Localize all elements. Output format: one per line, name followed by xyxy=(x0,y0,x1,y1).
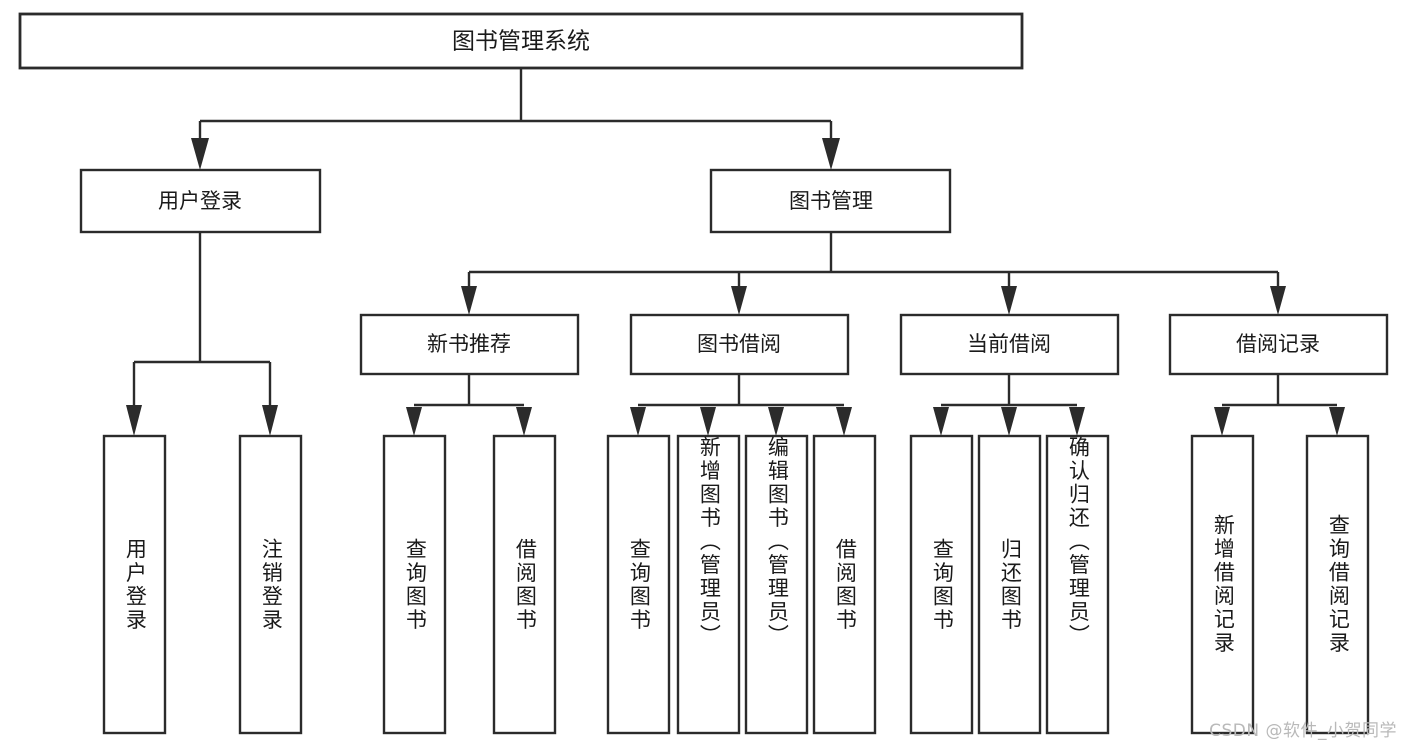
leaf-query-record-box[interactable] xyxy=(1305,434,1370,735)
leaf-confirm-return-box[interactable] xyxy=(1045,434,1110,735)
leaf-add-book-box[interactable] xyxy=(676,434,741,735)
node-borrow-record-box[interactable] xyxy=(1168,313,1389,376)
arrow-head-leaf-query-book-1 xyxy=(406,407,422,436)
leaf-edit-book-box[interactable] xyxy=(744,434,809,735)
arrow-head-leaf-add-record xyxy=(1214,407,1230,436)
arrow-head-current-borrow xyxy=(1001,286,1017,315)
arrow-head-leaf-confirm-return xyxy=(1069,407,1085,436)
leaf-box-group xyxy=(102,434,1370,735)
leaf-logout-login-box[interactable] xyxy=(238,434,303,735)
node-new-book-recommend[interactable]: 新书推荐 xyxy=(359,313,580,376)
node-user-login-label: 用户登录 xyxy=(158,189,242,213)
node-book-borrow-box[interactable] xyxy=(629,313,850,376)
node-root-label: 图书管理系统 xyxy=(452,29,590,55)
connector-group xyxy=(126,68,1345,436)
node-root[interactable]: 图书管理系统 xyxy=(18,12,1024,70)
node-book-manage-box[interactable] xyxy=(709,168,952,234)
node-new-book-recommend-label: 新书推荐 xyxy=(427,332,511,356)
node-borrow-record-label: 借阅记录 xyxy=(1236,332,1320,356)
node-new-book-recommend-box[interactable] xyxy=(359,313,580,376)
arrow-head-new-book-recommend xyxy=(461,286,477,315)
arrow-head-borrow-record xyxy=(1270,286,1286,315)
arrow-head-leaf-borrow-book-2 xyxy=(836,407,852,436)
leaf-query-book-3-box[interactable] xyxy=(909,434,974,735)
arrow-head-leaf-user-login xyxy=(126,405,142,436)
node-current-borrow[interactable]: 当前借阅 xyxy=(899,313,1120,376)
arrow-head-leaf-add-book xyxy=(700,407,716,436)
node-current-borrow-box[interactable] xyxy=(899,313,1120,376)
arrow-head-leaf-return-book xyxy=(1001,407,1017,436)
arrow-head-leaf-query-record xyxy=(1329,407,1345,436)
node-user-login-box[interactable] xyxy=(79,168,322,234)
node-book-borrow[interactable]: 图书借阅 xyxy=(629,313,850,376)
leaf-return-book-box[interactable] xyxy=(977,434,1042,735)
node-book-manage-label: 图书管理 xyxy=(789,189,873,213)
node-borrow-record[interactable]: 借阅记录 xyxy=(1168,313,1389,376)
arrow-head-leaf-query-book-3 xyxy=(933,407,949,436)
leaf-query-book-1-box[interactable] xyxy=(382,434,447,735)
node-current-borrow-label: 当前借阅 xyxy=(967,332,1051,356)
arrow-head-leaf-edit-book xyxy=(768,407,784,436)
watermark-text: CSDN @软件_小贺同学 xyxy=(1209,721,1397,741)
arrow-head-leaf-borrow-book-1 xyxy=(516,407,532,436)
node-root-box[interactable] xyxy=(18,12,1024,70)
leaf-borrow-book-2-box[interactable] xyxy=(812,434,877,735)
arrow-head-leaf-logout-login xyxy=(262,405,278,436)
leaf-user-login-box[interactable] xyxy=(102,434,167,735)
leaf-borrow-book-1-box[interactable] xyxy=(492,434,557,735)
leaf-add-record-box[interactable] xyxy=(1190,434,1255,735)
arrow-head-book-manage xyxy=(822,138,840,170)
arrow-head-user-login xyxy=(191,138,209,170)
arrow-head-book-borrow xyxy=(731,286,747,315)
leaf-query-book-2-box[interactable] xyxy=(606,434,671,735)
node-book-manage[interactable]: 图书管理 xyxy=(709,168,952,234)
arrow-head-leaf-query-book-2 xyxy=(630,407,646,436)
node-book-borrow-label: 图书借阅 xyxy=(697,332,781,356)
node-user-login[interactable]: 用户登录 xyxy=(79,168,322,234)
